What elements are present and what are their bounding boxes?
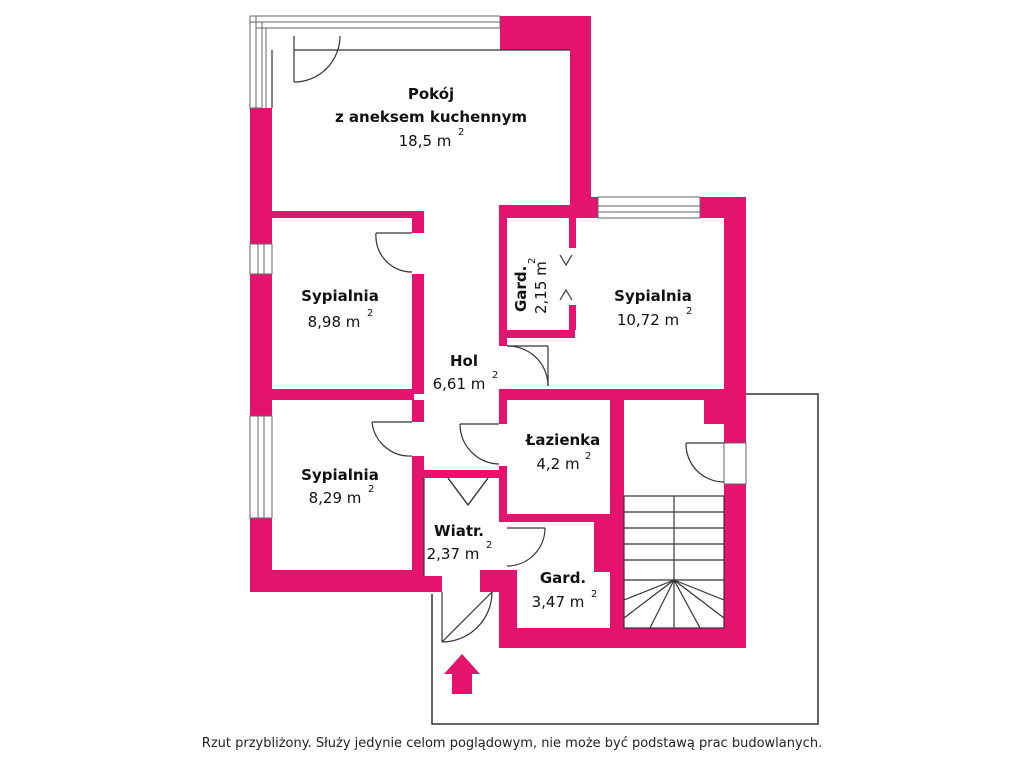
room-label-bedroom-left-top: Sypialnia 8,98 m 2 [301,287,379,331]
area-superscript: 2 [368,484,374,495]
disclaimer-caption: Rzut przybliżony. Służy jedynie celom po… [201,736,823,751]
entrance-arrow-icon [444,654,480,694]
windows [249,15,747,519]
room-area: 8,29 m [309,489,362,507]
terrace-outline [431,393,819,725]
room-label-living: Pokój z aneksem kuchennym 18,5 m 2 [335,85,527,150]
room-area: 2,37 m [427,545,480,563]
room-name: Sypialnia [301,466,379,484]
room-area: 6,61 m [433,375,486,393]
room-label-hall: Hol 6,61 m 2 [433,352,499,393]
room-name: Hol [450,352,478,370]
area-superscript: 2 [591,589,597,600]
area-superscript: 2 [492,370,498,381]
area-superscript: 2 [527,258,538,264]
room-name: Wiatr. [434,522,484,540]
area-superscript: 2 [486,540,492,551]
walls [250,16,746,648]
room-area: 10,72 m [617,311,679,329]
area-superscript: 2 [686,306,692,317]
room-name: Gard. [512,266,530,312]
room-label-wardrobe-large: Gard. 3,47 m 2 [532,569,598,611]
room-area: 2,15 m [532,261,550,314]
room-name: Łazienka [525,431,601,449]
room-label-bedroom-left-bottom: Sypialnia 8,29 m 2 [301,466,379,507]
area-superscript: 2 [458,127,464,138]
room-area: 18,5 m [399,132,452,150]
room-name: Gard. [540,569,586,587]
staircase [623,495,725,629]
area-superscript: 2 [585,451,591,462]
room-label-wardrobe-small: Gard. 2,15 m 2 [512,258,550,314]
doors [293,35,725,643]
room-area: 4,2 m [536,455,579,473]
room-name: Pokój [408,85,454,103]
area-superscript: 2 [367,308,373,319]
room-name: Sypialnia [614,287,692,305]
room-name: Sypialnia [301,287,379,305]
room-label-bathroom: Łazienka 4,2 m 2 [525,431,601,473]
room-name: z aneksem kuchennym [335,108,527,126]
room-area: 3,47 m [532,593,585,611]
room-label-bedroom-right: Sypialnia 10,72 m 2 [614,287,692,329]
thin-lines [271,49,570,576]
room-label-vestibule: Wiatr. 2,37 m 2 [427,522,493,563]
room-area: 8,98 m [308,313,361,331]
